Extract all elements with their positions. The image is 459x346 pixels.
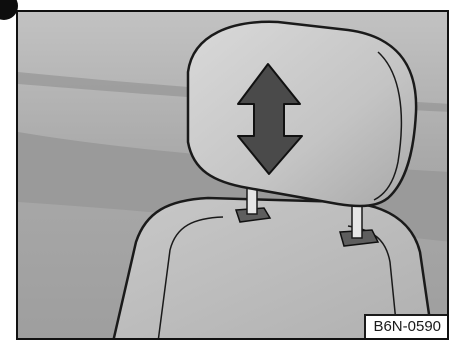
headrest-illustration: B6N-0590 [16,10,449,340]
figure-reference-code: B6N-0590 [364,314,447,338]
headrest [188,22,416,206]
headrest-drawing [18,12,449,340]
